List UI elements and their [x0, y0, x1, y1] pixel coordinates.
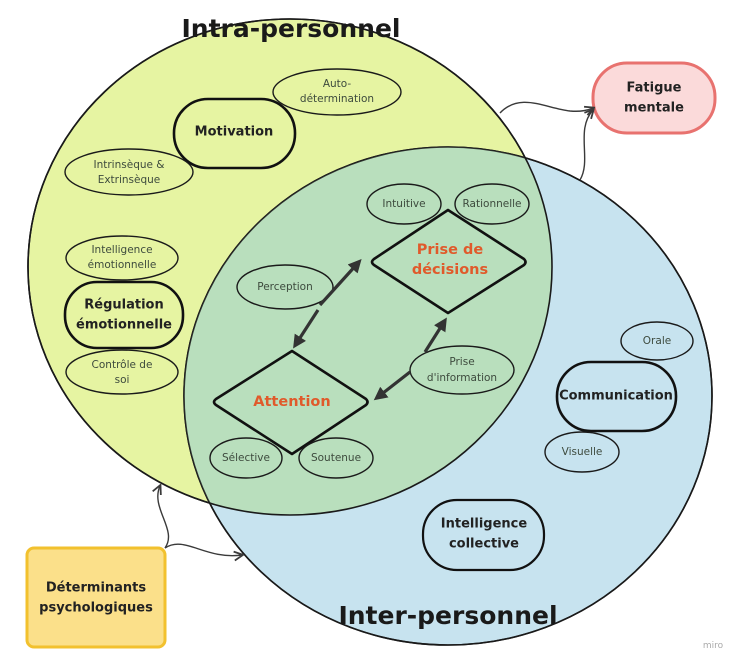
svg-text:décisions: décisions — [412, 262, 488, 278]
connector-inter-to-fatigue — [579, 110, 593, 181]
node-motivation[interactable]: Motivation — [172, 97, 297, 170]
node-orale[interactable]: Orale — [620, 321, 694, 361]
overlap-region — [184, 147, 552, 515]
svg-text:Déterminants: Déterminants — [46, 581, 147, 596]
svg-text:Motivation: Motivation — [195, 125, 274, 140]
node-selective[interactable]: Sélective — [209, 437, 283, 479]
fatigue-mentale-box[interactable]: Fatigue mentale — [591, 61, 717, 135]
svg-text:Contrôle de: Contrôle de — [92, 359, 153, 371]
svg-text:Extrinsèque: Extrinsèque — [98, 174, 161, 186]
svg-text:émotionnelle: émotionnelle — [76, 318, 172, 333]
node-intuitive[interactable]: Intuitive — [366, 183, 442, 225]
svg-text:Régulation: Régulation — [84, 298, 163, 313]
node-attention[interactable]: Attention — [212, 349, 369, 456]
svg-text:Prise de: Prise de — [417, 242, 484, 258]
svg-text:Intrinsèque &: Intrinsèque & — [94, 159, 165, 171]
node-visuelle[interactable]: Visuelle — [544, 431, 620, 473]
svg-text:mentale: mentale — [624, 101, 684, 116]
svg-text:Attention: Attention — [253, 394, 330, 410]
svg-text:Communication: Communication — [559, 389, 673, 404]
node-rationnelle[interactable]: Rationnelle — [454, 183, 530, 225]
svg-text:Intelligence: Intelligence — [91, 244, 152, 256]
arrow-perception-to-decision — [318, 259, 362, 307]
svg-text:Soutenue: Soutenue — [311, 452, 361, 464]
svg-text:Prise: Prise — [449, 356, 474, 368]
node-prise-de-decisions[interactable]: Prise de décisions — [370, 208, 527, 315]
arrow-perception-to-attention — [293, 309, 320, 349]
connector-determinants-to-intra — [158, 486, 170, 549]
node-intelligence-emotionnelle[interactable]: Intelligence émotionnelle — [65, 235, 179, 281]
connector-intra-to-fatigue — [499, 101, 593, 113]
svg-text:Perception: Perception — [257, 281, 313, 293]
connector-determinants-to-inter — [164, 543, 242, 555]
node-controle-de-soi[interactable]: Contrôle de soi — [65, 349, 179, 395]
inter-outline — [183, 146, 713, 646]
svg-text:Auto-: Auto- — [323, 78, 352, 90]
svg-text:collective: collective — [449, 537, 519, 552]
svg-text:Orale: Orale — [643, 335, 671, 347]
arrow-info-to-attention — [373, 370, 411, 401]
svg-text:Visuelle: Visuelle — [562, 446, 603, 458]
miro-watermark: miro — [703, 641, 724, 651]
svg-text:Intelligence: Intelligence — [441, 517, 528, 532]
svg-text:Fatigue: Fatigue — [627, 81, 682, 96]
node-prise-information[interactable]: Prise d'information — [409, 345, 515, 395]
svg-text:détermination: détermination — [300, 93, 374, 105]
node-communication[interactable]: Communication — [555, 360, 678, 433]
svg-text:Intuitive: Intuitive — [382, 198, 425, 210]
svg-text:Sélective: Sélective — [222, 452, 270, 464]
svg-text:soi: soi — [115, 374, 130, 386]
node-perception[interactable]: Perception — [236, 264, 334, 310]
intra-outline — [27, 18, 553, 516]
arrow-info-to-decision — [423, 317, 447, 353]
inter-personnel-title: Inter-personnel — [338, 601, 557, 630]
node-regulation-emotionnelle[interactable]: Régulation émotionnelle — [63, 280, 185, 350]
svg-text:émotionnelle: émotionnelle — [88, 259, 157, 271]
node-intelligence-collective[interactable]: Intelligence collective — [421, 498, 546, 572]
svg-text:d'information: d'information — [427, 372, 497, 384]
node-auto-determination[interactable]: Auto- détermination — [272, 68, 402, 116]
svg-text:psychologiques: psychologiques — [39, 601, 153, 616]
node-soutenue[interactable]: Soutenue — [298, 437, 374, 479]
determinants-psychologiques-box[interactable]: Déterminants psychologiques — [25, 546, 167, 649]
node-intrinseque-extrinseque[interactable]: Intrinsèque & Extrinsèque — [64, 148, 194, 196]
svg-text:Rationnelle: Rationnelle — [462, 198, 521, 210]
intra-personnel-title: Intra-personnel — [182, 14, 401, 43]
